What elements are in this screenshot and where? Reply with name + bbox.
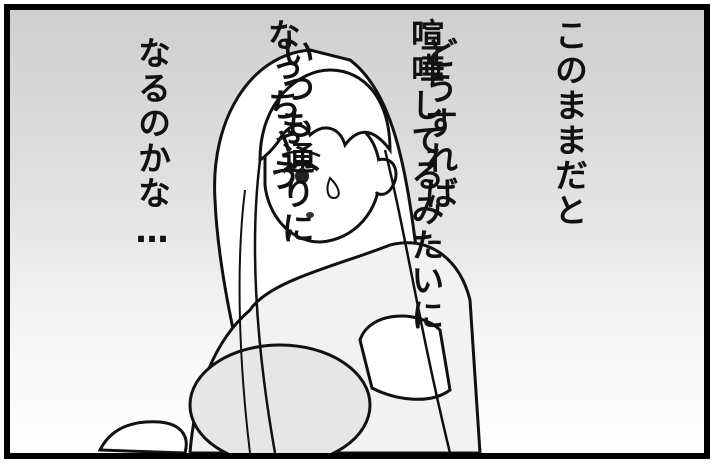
- speech-right-line-2: 喧嘩してるみたいに: [405, 18, 445, 333]
- speech-left-line-3: なるのかな…: [132, 36, 172, 252]
- speech-right-line-1: このままだと: [549, 18, 589, 228]
- eye: [283, 162, 320, 172]
- manga-panel: このままだと 喧嘩してるみたいに なっちゃう どうすれば いつも通りに なるのか…: [4, 4, 710, 459]
- hand: [97, 420, 188, 453]
- speech-text-left: どうすれば いつも通りに なるのかな…: [32, 36, 558, 252]
- speech-left-line-1: どうすれば: [419, 36, 459, 211]
- speech-text-right: このままだと 喧嘩してるみたいに なっちゃう: [162, 18, 688, 333]
- sweat-drop: [326, 176, 340, 200]
- speech-right-line-3: なっちゃう: [262, 18, 302, 193]
- chest: [188, 343, 372, 453]
- mouth: [306, 212, 314, 218]
- sleeve: [358, 314, 452, 401]
- bangs: [258, 68, 392, 163]
- character-illustration: [97, 48, 482, 453]
- speech-left-line-2: いつも通りに: [276, 36, 316, 246]
- ear: [374, 157, 398, 196]
